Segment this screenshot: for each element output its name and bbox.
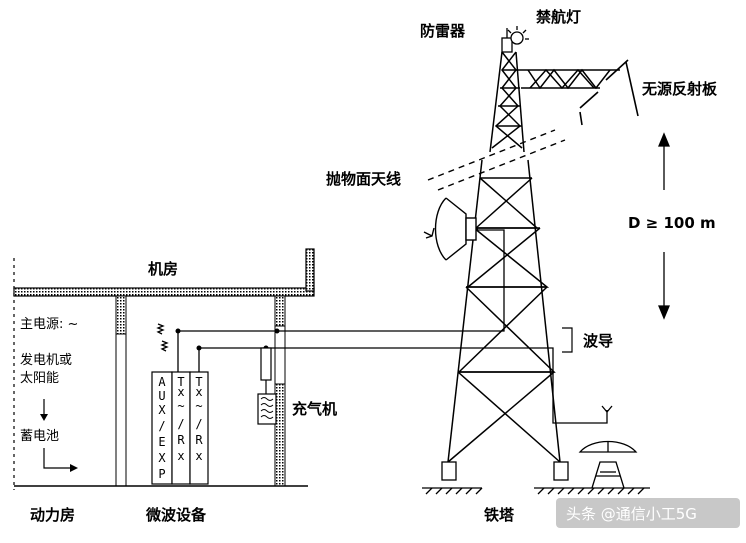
ground-antenna <box>578 405 638 489</box>
down-arrow-icon <box>40 399 48 421</box>
lightning-rod-label: 防雷器 <box>420 22 466 40</box>
generator-label-line2: 太阳能 <box>20 371 59 386</box>
right-wall-top <box>274 295 286 327</box>
waveguides <box>156 229 608 424</box>
building <box>13 248 315 490</box>
parabolic-antenna-label: 抛物面天线 <box>326 170 401 188</box>
rack-2-char: x <box>177 449 184 463</box>
rack-1-char: P <box>158 467 165 481</box>
waveguide-bracket <box>562 327 573 353</box>
waveguide-upper <box>177 330 490 372</box>
rack-2-char: ~ <box>177 399 184 413</box>
right-arrow-icon <box>43 448 78 472</box>
watermark: 头条 @通信小工5G <box>566 505 697 523</box>
tower-label: 铁塔 <box>484 506 515 524</box>
equipment-room-label: 机房 <box>148 260 178 278</box>
watermark-background <box>556 498 740 528</box>
distance-arrow-icon <box>658 132 670 320</box>
rack-1-char: X <box>158 451 166 465</box>
rack-1-char: U <box>158 389 165 403</box>
rack-2-char: / <box>177 417 184 431</box>
beacon-light-icon <box>507 26 529 45</box>
microwave-equipment-label: 微波设备 <box>145 506 207 524</box>
partition-wall-top <box>115 295 127 335</box>
tower-foundations <box>422 461 650 495</box>
waveguide-spring-lower <box>160 340 169 352</box>
rack-1-char: E <box>158 435 165 449</box>
beacon-light-label: 禁航灯 <box>536 8 581 26</box>
rack-3-char: x <box>195 449 202 463</box>
roof-parapet <box>305 248 315 292</box>
rack-3-char: T <box>195 375 202 389</box>
parabolic-antenna <box>423 197 478 261</box>
rack-2-char: T <box>177 375 184 389</box>
inflator <box>257 347 277 425</box>
rack-1-char: X <box>158 403 166 417</box>
rack-3-char: ~ <box>195 399 202 413</box>
inflator-label: 充气机 <box>292 400 337 418</box>
rack-2-char: R <box>177 433 185 447</box>
waveguide-label: 波导 <box>583 332 613 350</box>
waveguide-junctions <box>175 328 280 351</box>
distance-label: D ≥ 100 m <box>628 214 716 232</box>
partition-wall <box>115 333 127 487</box>
passive-reflector-label: 无源反射板 <box>641 80 718 98</box>
rack-3-char: / <box>195 417 202 431</box>
rack-3-char: R <box>195 433 203 447</box>
waveguide-lower <box>198 347 608 424</box>
rack-3-char: x <box>195 385 202 399</box>
passive-reflector <box>579 59 639 126</box>
roof-slab <box>13 287 315 297</box>
rack-1-char: A <box>158 375 166 389</box>
rack-2-char: x <box>177 385 184 399</box>
waveguide-to-antenna <box>474 229 505 332</box>
tower <box>447 51 620 463</box>
lightning-rod-icon <box>501 28 513 53</box>
main-power-label: 主电源: ~ <box>20 317 78 332</box>
waveguide-spring-upper <box>156 323 165 335</box>
battery-label: 蓄电池 <box>20 429 59 444</box>
equipment-racks <box>151 371 209 485</box>
power-room-label: 动力房 <box>30 506 75 524</box>
generator-label-line1: 发电机或 <box>20 352 72 368</box>
right-wall-mid <box>274 325 286 385</box>
tower-break-lines <box>427 129 566 191</box>
rack-1-char: / <box>158 419 165 433</box>
